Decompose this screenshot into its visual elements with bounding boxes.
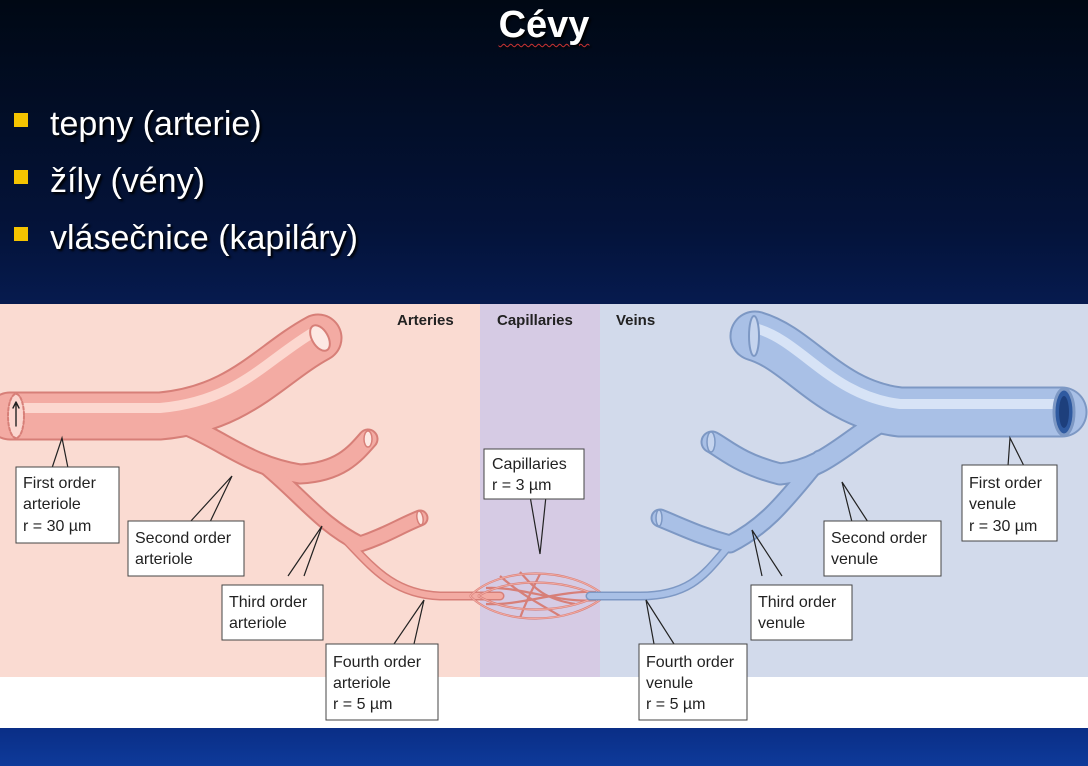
- svg-text:Third order: Third order: [758, 594, 837, 611]
- svg-text:Fourth order: Fourth order: [333, 654, 422, 671]
- svg-text:venule: venule: [646, 675, 693, 692]
- slide-title: Cévy: [0, 4, 1088, 47]
- label-first-arteriole: First order arteriole r = 30 µm: [15, 466, 120, 544]
- bullet-item: vlásečnice (kapiláry): [14, 214, 358, 271]
- square-bullet-icon: [14, 170, 28, 184]
- svg-text:Fourth order: Fourth order: [646, 654, 735, 671]
- svg-text:arteriole: arteriole: [135, 551, 193, 568]
- label-first-venule: First order venule r = 30 µm: [961, 464, 1058, 542]
- bullet-item: tepny (arterie): [14, 100, 358, 157]
- svg-text:arteriole: arteriole: [229, 615, 287, 632]
- svg-text:arteriole: arteriole: [333, 675, 391, 692]
- label-fourth-venule: Fourth order venule r = 5 µm: [638, 643, 748, 721]
- svg-text:venule: venule: [969, 496, 1016, 513]
- svg-text:Capillaries: Capillaries: [492, 456, 567, 473]
- capillaries-header: Capillaries: [497, 312, 573, 329]
- svg-text:r = 5 µm: r = 5 µm: [646, 696, 705, 713]
- vein-tree: [585, 310, 1088, 601]
- svg-text:Third order: Third order: [229, 594, 308, 611]
- svg-text:Second order: Second order: [831, 530, 928, 547]
- svg-text:r = 30 µm: r = 30 µm: [969, 518, 1037, 535]
- bottom-band: [0, 728, 1088, 766]
- label-pointers: [51, 435, 1025, 645]
- svg-text:Second order: Second order: [135, 530, 232, 547]
- svg-text:First order: First order: [23, 475, 97, 492]
- artery-tree: [0, 313, 505, 601]
- bullet-list: tepny (arterie) žíly (vény) vlásečnice (…: [14, 100, 358, 271]
- svg-text:venule: venule: [831, 551, 878, 568]
- vessel-diagram-svg: Arteries Capillaries Veins: [0, 304, 1088, 721]
- square-bullet-icon: [14, 113, 28, 127]
- label-fourth-arteriole: Fourth order arteriole r = 5 µm: [325, 643, 439, 721]
- vessel-diagram: Arteries Capillaries Veins: [0, 304, 1088, 728]
- label-second-arteriole: Second order arteriole: [127, 520, 245, 577]
- label-second-venule: Second order venule: [823, 520, 942, 577]
- slide-title-text: Cévy: [498, 4, 590, 46]
- label-third-venule: Third order venule: [750, 584, 853, 641]
- bullet-item: žíly (vény): [14, 157, 358, 214]
- svg-text:r = 30 µm: r = 30 µm: [23, 518, 91, 535]
- svg-text:First order: First order: [969, 475, 1043, 492]
- svg-text:r = 3 µm: r = 3 µm: [492, 477, 551, 494]
- svg-text:r = 5 µm: r = 5 µm: [333, 696, 392, 713]
- label-capillaries: Capillaries r = 3 µm: [483, 448, 585, 500]
- square-bullet-icon: [14, 227, 28, 241]
- label-third-arteriole: Third order arteriole: [221, 584, 324, 641]
- svg-text:venule: venule: [758, 615, 805, 632]
- veins-header: Veins: [616, 312, 655, 329]
- arteries-header: Arteries: [397, 312, 454, 329]
- svg-text:arteriole: arteriole: [23, 496, 81, 513]
